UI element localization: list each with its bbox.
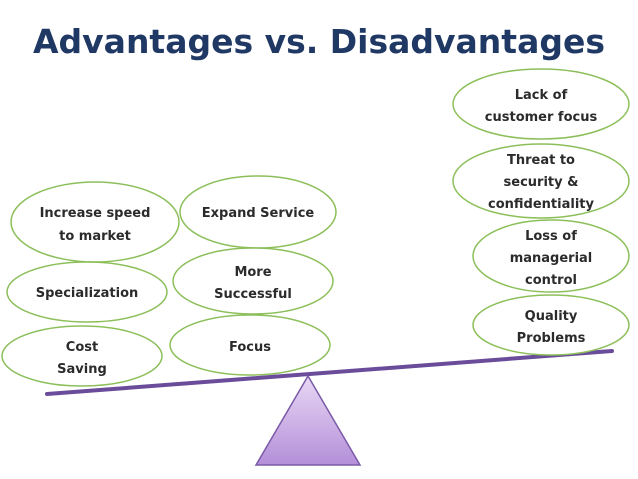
disadvantage-oval: Quality Problems — [472, 294, 630, 356]
seesaw-fulcrum — [254, 374, 362, 466]
disadvantages-group: Lack of customer focus Threat to securit… — [452, 68, 630, 356]
svg-text:Cost: Cost — [66, 340, 98, 355]
svg-text:Quality: Quality — [525, 309, 578, 324]
svg-text:confidentiality: confidentiality — [488, 197, 594, 212]
oval-text-line: Loss of — [525, 229, 577, 244]
advantage-oval: Focus — [169, 314, 331, 376]
oval-text-line: Cost — [66, 340, 98, 355]
advantage-oval: Cost Saving — [1, 325, 163, 387]
svg-text:Focus: Focus — [229, 340, 271, 355]
svg-text:Saving: Saving — [57, 362, 107, 377]
advantage-oval: Expand Service — [179, 175, 337, 249]
svg-text:Threat to: Threat to — [507, 153, 575, 168]
oval-text-line: Quality — [525, 309, 578, 324]
disadvantage-oval: Lack of customer focus — [452, 68, 630, 140]
oval-text-line: Focus — [229, 340, 271, 355]
oval-text-line: to market — [59, 229, 131, 244]
seesaw-beam — [45, 349, 614, 396]
svg-text:Increase speed: Increase speed — [40, 206, 151, 221]
svg-text:Loss of: Loss of — [525, 229, 577, 244]
svg-text:control: control — [525, 273, 577, 288]
svg-text:Expand Service: Expand Service — [202, 206, 315, 221]
oval-text-line: Threat to — [507, 153, 575, 168]
svg-text:Lack of: Lack of — [515, 88, 568, 103]
svg-text:Specialization: Specialization — [36, 286, 139, 301]
svg-text:Problems: Problems — [517, 331, 586, 346]
disadvantage-oval: Loss of managerial control — [472, 219, 630, 293]
oval-text-line: Lack of — [515, 88, 568, 103]
oval-text-line: Specialization — [36, 286, 139, 301]
oval-text-line: confidentiality — [488, 197, 594, 212]
svg-text:More: More — [234, 265, 271, 280]
advantages-group: Increase speed to market Expand Service … — [1, 175, 337, 387]
oval-text-line: Successful — [214, 287, 292, 302]
oval-text-line: More — [234, 265, 271, 280]
svg-text:Successful: Successful — [214, 287, 292, 302]
svg-text:customer focus: customer focus — [485, 110, 598, 125]
oval-text-line: security & — [504, 175, 579, 190]
oval-text-line: Problems — [517, 331, 586, 346]
oval-text-line: customer focus — [485, 110, 598, 125]
svg-text:managerial: managerial — [510, 251, 593, 266]
svg-text:security &: security & — [504, 175, 579, 190]
oval-text-line: managerial — [510, 251, 593, 266]
page-title: Advantages vs. Disadvantages — [33, 22, 605, 61]
disadvantage-oval: Threat to security & confidentiality — [452, 143, 630, 219]
advantage-oval: Specialization — [6, 261, 168, 323]
svg-text:to market: to market — [59, 229, 131, 244]
oval-text-line: Increase speed — [40, 206, 151, 221]
oval-text-line: Expand Service — [202, 206, 315, 221]
oval-text-line: control — [525, 273, 577, 288]
oval-text-line: Saving — [57, 362, 107, 377]
advantage-oval: Increase speed to market — [10, 181, 180, 263]
advantage-oval: More Successful — [172, 247, 334, 315]
